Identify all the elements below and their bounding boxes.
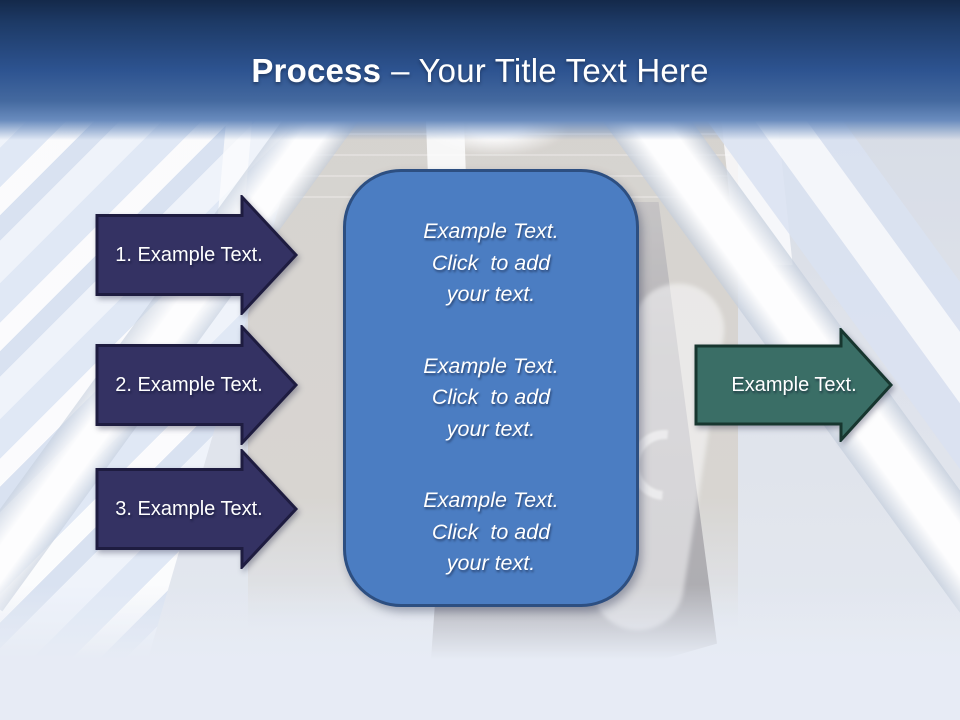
result-arrow-label: Example Text. bbox=[731, 373, 857, 396]
step-arrow-3: 3. Example Text. bbox=[95, 449, 299, 569]
step-arrow-2-label: 2. Example Text. bbox=[115, 373, 263, 396]
content-paragraph-1: Example Text. Click to add your text. bbox=[423, 219, 559, 306]
step-arrow-2-shape bbox=[95, 325, 299, 445]
content-paragraph-2: Example Text. Click to add your text. bbox=[423, 353, 559, 441]
step-arrow-3-label: 3. Example Text. bbox=[115, 497, 263, 520]
step-arrow-1: 1. Example Text. bbox=[95, 195, 299, 315]
step-arrow-1-label: 1. Example Text. bbox=[115, 243, 263, 266]
background-floor bbox=[0, 585, 960, 720]
slide-title-keyword: Process bbox=[251, 52, 382, 89]
step-arrow-2: 2. Example Text. bbox=[95, 325, 299, 445]
step-arrow-3-shape bbox=[95, 449, 299, 569]
content-box: Example Text. Click to add your text. Ex… bbox=[343, 169, 639, 607]
step-arrow-1-shape bbox=[95, 195, 299, 315]
result-arrow: Example Text. bbox=[694, 328, 894, 442]
slide-title-subtitle: – Your Title Text Here bbox=[391, 52, 709, 89]
content-paragraph-3: Example Text. Click to add your text. bbox=[423, 488, 559, 575]
result-arrow-shape bbox=[694, 328, 894, 442]
title-bar: Process– Your Title Text Here bbox=[0, 0, 960, 140]
slide-title: Process– Your Title Text Here bbox=[0, 0, 960, 90]
